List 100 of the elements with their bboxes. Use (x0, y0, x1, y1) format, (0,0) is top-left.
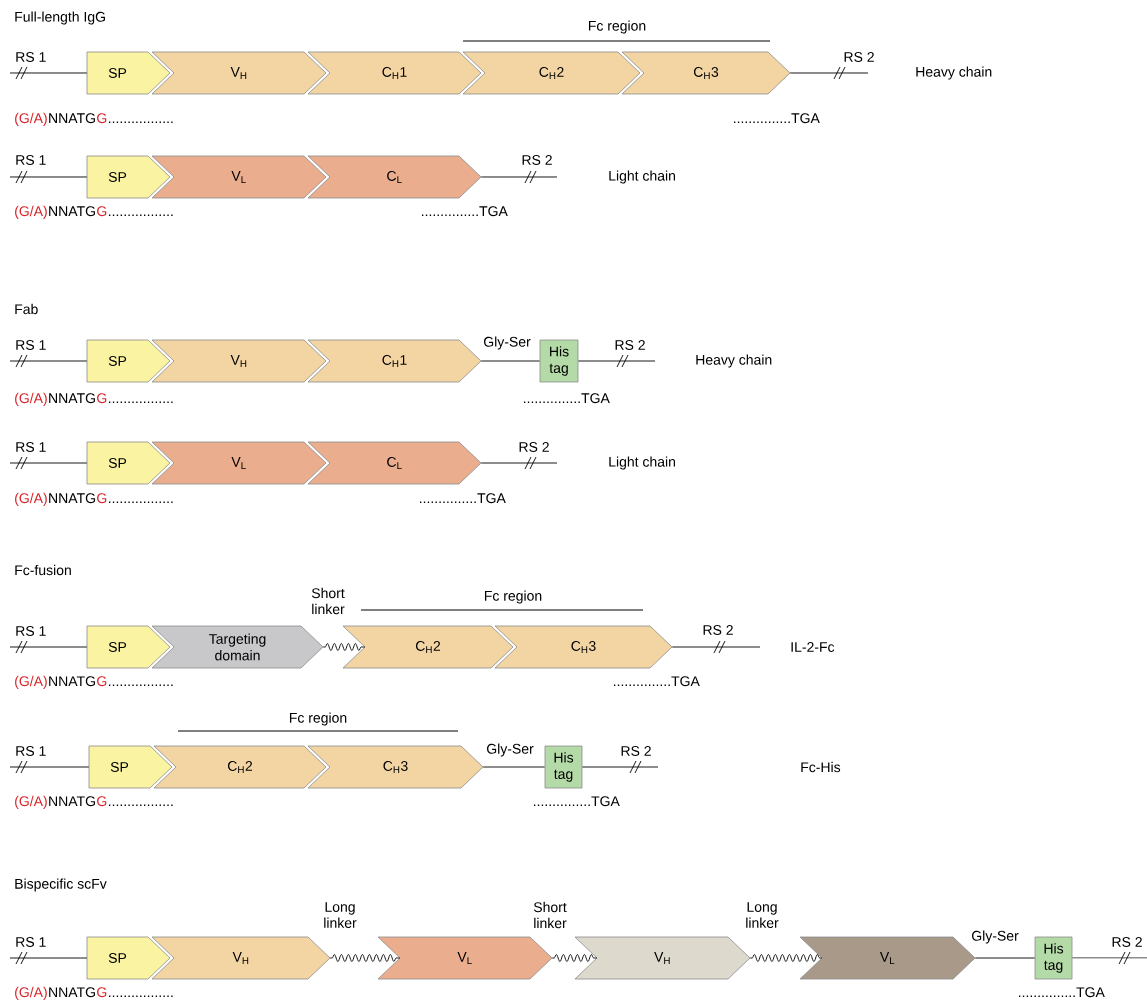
domain-segment: C$_{H}$2 (153, 745, 327, 789)
edge-label: RS 2 (1112, 937, 1142, 947)
domain-segment: V$_{H}$ (151, 339, 327, 383)
connecting-line (1071, 951, 1147, 965)
domain-segment: V$_{H}$ (151, 936, 331, 980)
connecting-line (480, 170, 558, 184)
sequence-text: NNATG (49, 987, 95, 998)
domain-segment: C$_{H}$1 (307, 339, 482, 383)
sequence-text: (G/A) (15, 675, 47, 689)
connecting-line (789, 66, 869, 80)
sequence-text: NNATG (49, 493, 95, 504)
sequence-text: NNATG (49, 206, 95, 217)
sequence-text: NNATG (49, 796, 95, 807)
section-heading: Full-length IgG (15, 11, 105, 25)
section-heading: Bispecific scFv (15, 878, 107, 892)
section-heading: Fab (15, 303, 38, 315)
connecting-line (9, 170, 88, 184)
sequence-text: ...............TGA (613, 676, 700, 687)
connecting-line (974, 957, 1036, 959)
edge-label: Short linker (533, 901, 567, 929)
sequence-text: ................. (109, 501, 173, 503)
connecting-line (480, 456, 558, 470)
domain-segment: V$_{L}$ (377, 936, 553, 980)
domain-segment: C$_{H}$2 (342, 625, 514, 669)
connecting-line (577, 354, 656, 368)
linker-line (749, 954, 823, 962)
signal-peptide-segment: SP (86, 441, 171, 485)
edge-label: RS 2 (522, 155, 552, 165)
sequence-text: ................. (109, 684, 173, 686)
sequence-text: ................. (109, 401, 173, 403)
tag-box: His tag (544, 745, 583, 789)
connecting-line (480, 360, 541, 362)
signal-peptide-segment: SP (86, 625, 171, 669)
sequence-text: ...............TGA (733, 113, 820, 124)
edge-label: RS 2 (615, 340, 645, 350)
connecting-line (9, 456, 88, 470)
sequence-text: G (97, 113, 107, 124)
edge-label: Long linker (746, 902, 779, 928)
sequence-text: ................. (109, 804, 173, 806)
edge-label: Gly-Ser (487, 743, 534, 757)
edge-label: RS 1 (16, 442, 46, 452)
edge-label: Long linker (324, 902, 357, 928)
connecting-line (482, 766, 546, 768)
sequence-text: ................. (109, 121, 173, 123)
linker-line (551, 954, 598, 962)
connecting-line (9, 354, 88, 368)
edge-label: RS 1 (16, 155, 46, 165)
edge-label: RS 1 (16, 937, 46, 947)
region-label: Fc region (484, 590, 542, 604)
construct-label: Fc-His (801, 761, 841, 773)
sequence-text: ................. (109, 214, 173, 216)
domain-segment: C$_{L}$ (307, 155, 482, 199)
region-label: Fc region (589, 20, 646, 34)
connecting-line (9, 951, 88, 965)
domain-segment: Targeting domain (151, 625, 324, 669)
construct-label: Light chain (609, 456, 675, 470)
section-heading: Fc-fusion (15, 564, 71, 576)
domain-segment: C$_{H}$3 (494, 625, 673, 669)
region-label: Fc region (289, 712, 347, 726)
edge-label: Short linker (311, 587, 345, 615)
domain-segment: C$_{H}$2 (462, 51, 641, 95)
tag-box: His tag (1034, 936, 1073, 980)
sequence-text: (G/A) (15, 392, 47, 406)
sequence-text: NNATG (49, 113, 95, 124)
signal-peptide-segment: SP (86, 936, 171, 980)
domain-segment: V$_{H}$ (574, 936, 751, 980)
connecting-line (9, 66, 88, 80)
sequence-text: ...............TGA (419, 493, 506, 504)
sequence-text: ................. (109, 995, 173, 997)
sequence-text: G (97, 393, 107, 404)
domain-segment: C$_{H}$3 (621, 51, 791, 95)
connecting-line (671, 640, 761, 654)
edge-label: RS 2 (519, 442, 549, 452)
tag-box: His tag (539, 339, 579, 383)
connecting-line (581, 760, 659, 774)
construct-label: Heavy chain (916, 66, 992, 80)
edge-label: RS 1 (16, 746, 46, 756)
domain-segment: V$_{H}$ (151, 51, 327, 95)
domain-segment: V$_{L}$ (151, 441, 327, 485)
edge-label: RS 2 (703, 625, 733, 635)
edge-label: RS 2 (844, 52, 874, 62)
signal-peptide-segment: SP (88, 745, 173, 789)
construct-label: Light chain (609, 170, 675, 184)
edge-label: RS 2 (621, 746, 651, 756)
signal-peptide-segment: SP (86, 155, 171, 199)
domain-segment: V$_{L}$ (151, 155, 327, 199)
sequence-text: (G/A) (15, 112, 47, 126)
edge-label: RS 1 (16, 52, 46, 62)
connecting-line (9, 640, 88, 654)
edge-label: RS 1 (16, 626, 46, 636)
construct-label: IL-2-Fc (791, 642, 835, 652)
domain-segment: C$_{H}$3 (307, 745, 484, 789)
domain-segment: C$_{H}$1 (307, 51, 482, 95)
domain-segment: C$_{L}$ (307, 441, 482, 485)
connecting-line (9, 760, 90, 774)
edge-label: Gly-Ser (484, 336, 531, 350)
sequence-text: ...............TGA (421, 206, 508, 217)
signal-peptide-segment: SP (86, 339, 171, 383)
signal-peptide-segment: SP (86, 51, 171, 95)
edge-label: RS 1 (16, 340, 46, 350)
